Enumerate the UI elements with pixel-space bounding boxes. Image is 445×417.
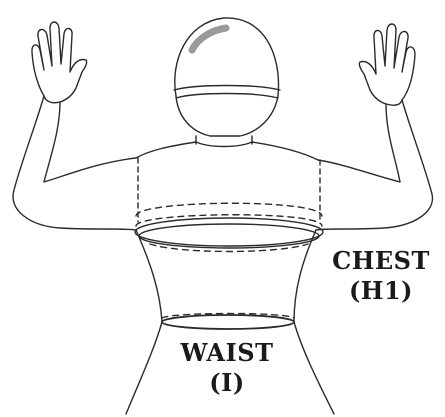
chest-label-name: CHEST [326,246,436,276]
chest-measurement [135,203,323,251]
chest-label-code: (H1) [326,276,436,306]
left-hand [32,22,87,103]
right-hand [359,24,415,105]
left-arm [13,96,136,230]
waist-label: WAIST (I) [172,338,282,398]
shoulders [136,142,318,160]
waist-label-code: (I) [172,368,282,398]
helmet [174,18,280,147]
waist-measurement [162,314,294,330]
helmet-highlight [192,28,226,50]
right-arm [316,100,432,230]
chest-guide-lines [138,158,320,222]
chest-label: CHEST (H1) [326,246,436,306]
waist-label-name: WAIST [172,338,282,368]
